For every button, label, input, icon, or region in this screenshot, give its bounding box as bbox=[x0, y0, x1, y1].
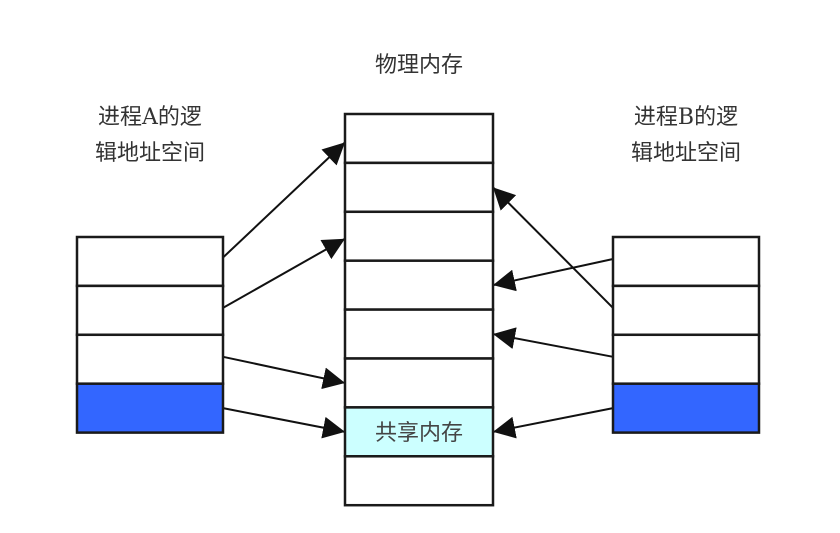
process-b-page bbox=[611, 333, 761, 385]
process-a-address-space bbox=[75, 235, 225, 434]
process-a-title-line-1: 进程A的逻 bbox=[98, 105, 202, 130]
physical-memory-title-text: 物理内存 bbox=[374, 53, 463, 78]
physical-memory-cell bbox=[343, 308, 495, 360]
process-a-mapping-arrow bbox=[222, 355, 346, 390]
process-b-title-line-2: 辑地址空间 bbox=[630, 141, 741, 166]
process-a-mapping-arrow bbox=[222, 407, 346, 439]
process-b-mapping-arrow bbox=[492, 327, 614, 358]
process-b-mapping-arrow bbox=[492, 258, 614, 292]
physical-memory-title: 物理内存 bbox=[345, 48, 493, 84]
process-a-mapping-arrow bbox=[222, 141, 346, 259]
physical-memory-block: 共享内存 bbox=[343, 112, 495, 507]
process-b-title: 进程B的逻 辑地址空间 bbox=[596, 100, 776, 172]
process-a-title-line-2: 辑地址空间 bbox=[94, 141, 205, 166]
process-b-mapping-arrow bbox=[492, 407, 614, 439]
process-a-page bbox=[75, 284, 225, 337]
process-b-shared-page bbox=[611, 382, 761, 434]
process-b-page bbox=[611, 284, 761, 337]
physical-memory-cell bbox=[343, 210, 495, 262]
process-b-mapping-arrow bbox=[492, 186, 614, 309]
mapping-arrows bbox=[222, 141, 614, 439]
process-a-title: 进程A的逻 辑地址空间 bbox=[60, 100, 240, 172]
process-b-page bbox=[611, 235, 761, 288]
process-a-shared-page bbox=[75, 382, 225, 434]
process-a-mapping-arrow bbox=[222, 237, 346, 309]
process-a-page bbox=[75, 235, 225, 288]
physical-memory-cell bbox=[343, 357, 495, 409]
physical-memory-cell bbox=[343, 112, 495, 165]
shared-memory-cell bbox=[343, 406, 495, 458]
physical-memory-cell bbox=[343, 161, 495, 214]
shared-memory-label: 共享内存 bbox=[375, 421, 463, 446]
process-b-title-line-1: 进程B的逻 bbox=[633, 105, 739, 130]
process-a-page bbox=[75, 333, 225, 385]
process-b-address-space bbox=[611, 235, 761, 434]
physical-memory-cell bbox=[343, 259, 495, 311]
physical-memory-cell bbox=[343, 455, 495, 507]
